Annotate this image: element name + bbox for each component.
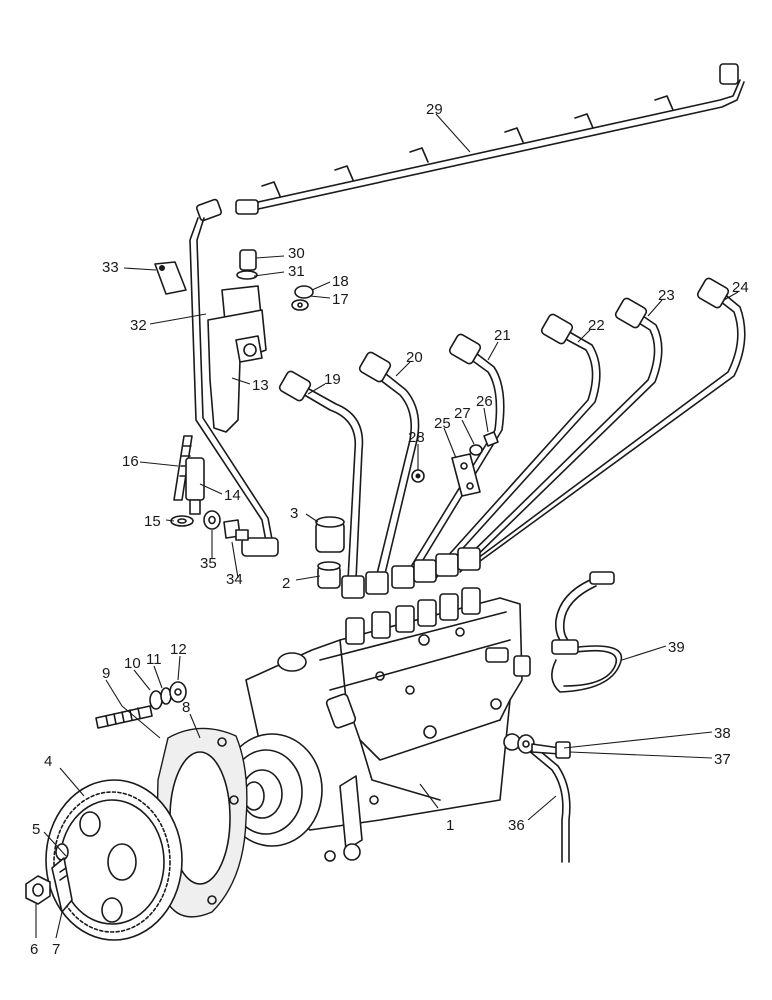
callout-12: 12 bbox=[170, 641, 187, 658]
callout-32: 32 bbox=[130, 317, 147, 334]
clip bbox=[154, 261, 187, 295]
banjo-bolt-washer bbox=[203, 510, 249, 541]
callout-13: 13 bbox=[252, 377, 269, 394]
pump-return-pipe bbox=[503, 733, 571, 863]
callout-21: 21 bbox=[494, 327, 511, 344]
callout-25: 25 bbox=[434, 415, 451, 432]
pipe-clamp-hardware bbox=[411, 431, 499, 497]
drive-gear bbox=[45, 779, 183, 941]
leader-lines bbox=[35, 113, 739, 939]
callout-17: 17 bbox=[332, 291, 349, 308]
callout-35: 35 bbox=[200, 555, 217, 572]
callout-27: 27 bbox=[454, 405, 471, 422]
injector-pipes bbox=[278, 277, 746, 599]
callout-5: 5 bbox=[32, 821, 40, 838]
injector-stud-nozzle bbox=[170, 435, 205, 527]
callout-24: 24 bbox=[732, 279, 749, 296]
callout-26: 26 bbox=[476, 393, 493, 410]
callout-28: 28 bbox=[408, 429, 425, 446]
delivery-valve-parts bbox=[315, 516, 345, 589]
callout-34: 34 bbox=[226, 571, 243, 588]
callout-1: 1 bbox=[446, 817, 454, 834]
callout-9: 9 bbox=[102, 665, 110, 682]
callout-37: 37 bbox=[714, 751, 731, 768]
callout-39: 39 bbox=[668, 639, 685, 656]
gear-nut-key-washer bbox=[25, 857, 73, 913]
callout-36: 36 bbox=[508, 817, 525, 834]
callout-33: 33 bbox=[102, 259, 119, 276]
callout-10: 10 bbox=[124, 655, 141, 672]
callout-7: 7 bbox=[52, 941, 60, 958]
callout-16: 16 bbox=[122, 453, 139, 470]
callout-15: 15 bbox=[144, 513, 161, 530]
callout-18: 18 bbox=[332, 273, 349, 290]
callout-labels: 1 2 3 4 5 6 7 8 9 10 11 12 13 14 15 16 1… bbox=[30, 101, 749, 958]
drive-stud-nut bbox=[95, 681, 187, 729]
callout-31: 31 bbox=[288, 263, 305, 280]
callout-4: 4 bbox=[44, 753, 52, 770]
callout-14: 14 bbox=[224, 487, 241, 504]
callout-6: 6 bbox=[30, 941, 38, 958]
callout-11: 11 bbox=[146, 651, 162, 668]
callout-19: 19 bbox=[324, 371, 341, 388]
callout-29: 29 bbox=[426, 101, 443, 118]
callout-3: 3 bbox=[290, 505, 298, 522]
leak-off-rail bbox=[235, 63, 745, 215]
injector-assembly bbox=[207, 249, 314, 433]
leak-off-pipe bbox=[189, 198, 279, 557]
callout-30: 30 bbox=[288, 245, 305, 262]
flexible-fuel-pipe bbox=[551, 571, 623, 693]
callout-8: 8 bbox=[182, 699, 190, 716]
callout-38: 38 bbox=[714, 725, 731, 742]
callout-2: 2 bbox=[282, 575, 290, 592]
callout-20: 20 bbox=[406, 349, 423, 366]
injection-pump-body bbox=[221, 587, 531, 862]
callout-22: 22 bbox=[588, 317, 605, 334]
callout-23: 23 bbox=[658, 287, 675, 304]
